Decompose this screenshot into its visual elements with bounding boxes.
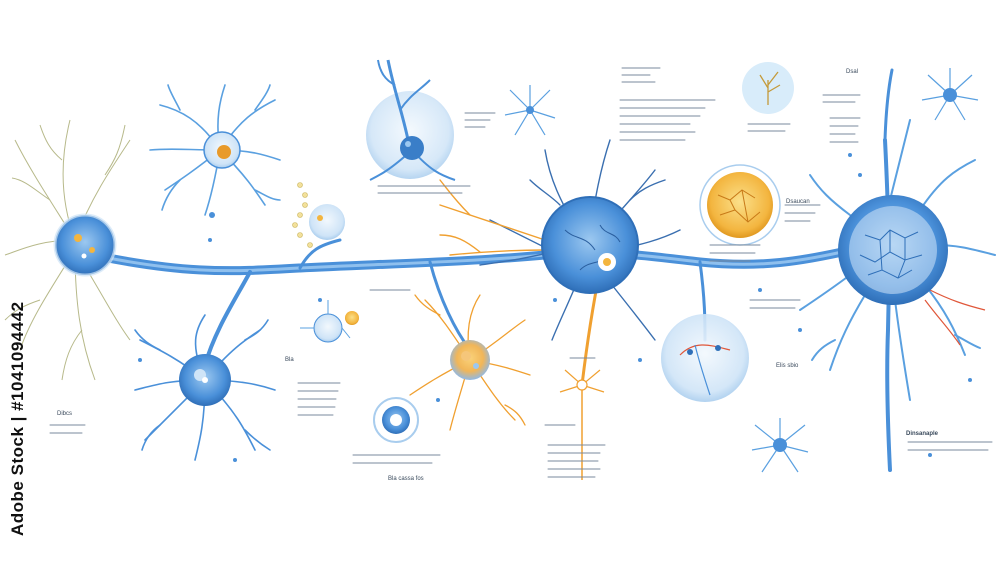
cell-bubble-small-center	[309, 204, 345, 240]
cell-ring-bottom	[373, 397, 419, 443]
fineprint-lines	[49, 67, 993, 478]
label-top-right: Dsal	[846, 69, 859, 75]
neuron-small-star-1	[504, 85, 556, 136]
scatter-dots	[138, 153, 972, 462]
neuron-center-soma	[541, 196, 639, 294]
neuron-right-soma	[838, 195, 948, 305]
cell-bubble-midright	[661, 314, 749, 402]
neuron-small-star-2	[921, 68, 979, 121]
bead-chain	[292, 182, 313, 248]
nucleus-orange-cell	[699, 164, 781, 246]
neuron-soma-left	[53, 213, 117, 277]
label-small-b: Elis sbio	[776, 363, 799, 369]
stock-watermark: Adobe Stock | #1041094442	[6, 300, 28, 540]
label-center-bottom: Bla cassa fos	[388, 476, 424, 482]
neuron-right-red-fibers	[924, 289, 986, 346]
watermark-text: Adobe Stock | #1041094442	[8, 301, 27, 536]
neuron-topcenter	[366, 59, 456, 181]
neuron-orange-center-soma	[450, 340, 490, 380]
label-right-cell: Dsaucan	[786, 199, 810, 205]
label-right-bottom: Dinsanaple	[906, 431, 939, 437]
axon-main	[65, 243, 865, 276]
label-left-caption: Dibcs	[57, 411, 73, 417]
neuron-bottomleft-soma	[179, 354, 231, 406]
neuron-orange-small	[559, 369, 605, 480]
neuron-small-star-3	[751, 418, 809, 473]
neuron-topleft-soma	[203, 131, 241, 218]
cell-small-blue-left	[300, 300, 359, 343]
neuron-center-orange-dendrites	[439, 179, 546, 256]
label-small-a: Bla	[285, 357, 294, 363]
cell-bubble-tree	[742, 62, 794, 114]
neuron-right-dendrites	[799, 119, 996, 401]
